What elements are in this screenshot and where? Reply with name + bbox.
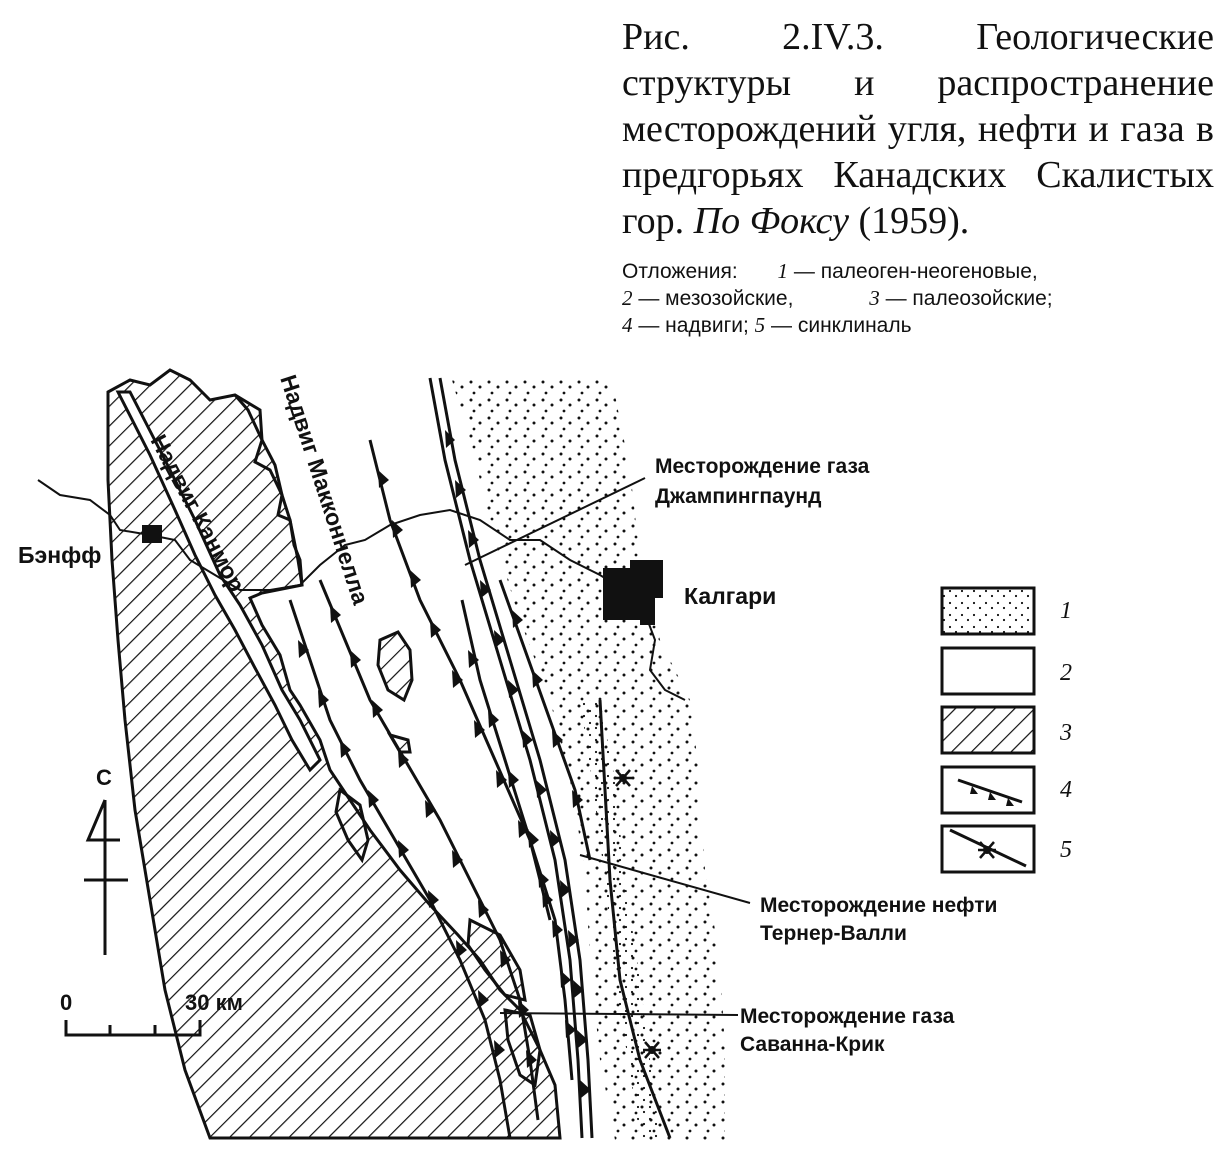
leader-lines bbox=[464, 477, 751, 1016]
caption-author: По Фоксу bbox=[693, 200, 849, 242]
caption-text: Геологические структуры и распространени… bbox=[622, 16, 1214, 242]
legend-box-3 bbox=[940, 705, 1036, 755]
paleozoic-lens-4 bbox=[466, 917, 527, 1003]
paleozoic-belt-west bbox=[106, 368, 562, 1140]
legend-n4: 4 bbox=[622, 313, 633, 337]
label-banff: Бэнфф bbox=[18, 542, 101, 568]
legend-t4: — надвиги; bbox=[638, 314, 749, 337]
legend-num-2: 2 bbox=[1060, 660, 1072, 686]
label-field1-line2: Джампингпаунд bbox=[655, 485, 821, 508]
paleozoic-lens-1 bbox=[376, 630, 414, 703]
paleozoic-lens-3 bbox=[334, 787, 370, 864]
calgary-marker bbox=[603, 560, 663, 625]
label-field2-line1: Месторождение нефти bbox=[760, 894, 997, 917]
label-field2-line2: Тернер-Валли bbox=[760, 922, 907, 945]
legend-intro: Отложения: bbox=[622, 260, 738, 283]
legend-num-5: 5 bbox=[1060, 837, 1072, 863]
jagged-front bbox=[233, 394, 304, 586]
map-legend bbox=[940, 586, 1036, 874]
legend-box-1 bbox=[940, 586, 1036, 636]
legend-t2: — мезозойские, bbox=[638, 287, 794, 310]
caption-legend-line-1: Отложения: 1 — палеоген-неогеновые, bbox=[622, 258, 1214, 285]
legend-num-1: 1 bbox=[1060, 598, 1072, 624]
legend-thrust-symbol bbox=[957, 778, 1023, 804]
label-field3-line2: Саванна-Крик bbox=[740, 1033, 885, 1056]
legend-t1: — палеоген-неогеновые, bbox=[793, 260, 1038, 283]
label-field1-line1: Месторождение газа bbox=[655, 455, 870, 478]
canmore-thrust-band bbox=[115, 390, 322, 773]
legend-t5: — синклиналь bbox=[771, 314, 912, 337]
scale-bar bbox=[64, 1020, 202, 1037]
legend-box-2 bbox=[940, 646, 1036, 696]
caption-legend-line-2: 2 — мезозойские, 3 — палеозойские; bbox=[622, 285, 1214, 312]
caption-year: (1959). bbox=[858, 200, 970, 242]
label-calgary: Калгари bbox=[684, 583, 776, 609]
figure-caption: Рис. 2.IV.3. Геологические структуры и р… bbox=[622, 14, 1214, 339]
banff-marker bbox=[142, 525, 162, 543]
syncline-markers bbox=[614, 769, 661, 1059]
legend-num-3: 3 bbox=[1059, 720, 1072, 746]
legend-n3: 3 bbox=[869, 286, 880, 310]
label-field3-line1: Месторождение газа bbox=[740, 1005, 955, 1028]
north-arrow bbox=[84, 799, 128, 955]
caption-legend-line-3: 4 — надвиги; 5 — синклиналь bbox=[622, 312, 1214, 339]
north-label: С bbox=[96, 765, 112, 790]
legend-n2: 2 bbox=[622, 286, 633, 310]
scale-zero: 0 bbox=[60, 990, 72, 1015]
caption-legend: Отложения: 1 — палеоген-неогеновые, 2 — … bbox=[622, 258, 1214, 339]
thrust-teeth bbox=[298, 430, 591, 1098]
legend-n5: 5 bbox=[754, 313, 766, 337]
dotted-strip bbox=[580, 700, 660, 1138]
paleogene-belt-east bbox=[452, 380, 725, 1140]
legend-n1: 1 bbox=[777, 259, 789, 283]
legend-t3: — палеозойские; bbox=[885, 287, 1053, 310]
caption-prefix: Рис. 2.IV.3. bbox=[622, 16, 884, 58]
legend-num-4: 4 bbox=[1060, 777, 1072, 803]
caption-title: Рис. 2.IV.3. Геологические структуры и р… bbox=[622, 14, 1214, 244]
scale-max: 30 км bbox=[185, 990, 243, 1015]
